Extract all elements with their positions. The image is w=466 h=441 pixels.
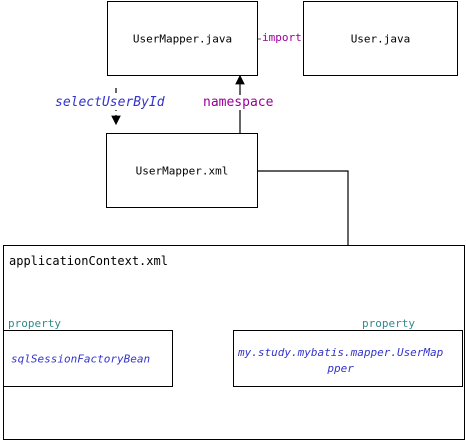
- namespace-edge-label: namespace: [203, 95, 274, 110]
- user-mapper-bean-node: my.study.mybatis.mapper.UserMap pper: [233, 330, 463, 387]
- user-mapper-xml-label: UserMapper.xml: [135, 164, 229, 177]
- user-mapper-bean-line2: pper: [327, 362, 354, 375]
- property-right-label: property: [362, 317, 415, 330]
- user-mapper-bean-label: my.study.mybatis.mapper.UserMap pper: [238, 345, 443, 377]
- application-context-label: applicationContext.xml: [9, 254, 168, 268]
- user-mapper-xml-node: UserMapper.xml: [106, 133, 258, 208]
- sql-session-factory-bean-label: sqlSessionFactoryBean: [11, 352, 151, 365]
- select-edge-label: selectUserById: [55, 95, 165, 110]
- user-java-node: User.java: [303, 1, 458, 76]
- import-edge-label: import: [262, 31, 302, 44]
- user-mapper-java-node: UserMapper.java: [107, 1, 258, 76]
- user-mapper-bean-line1: my.study.mybatis.mapper.UserMap: [238, 346, 444, 359]
- sql-session-factory-bean-node: sqlSessionFactoryBean: [3, 330, 173, 387]
- user-mapper-java-label: UserMapper.java: [132, 32, 233, 45]
- property-left-label: property: [8, 317, 61, 330]
- user-java-label: User.java: [350, 32, 411, 45]
